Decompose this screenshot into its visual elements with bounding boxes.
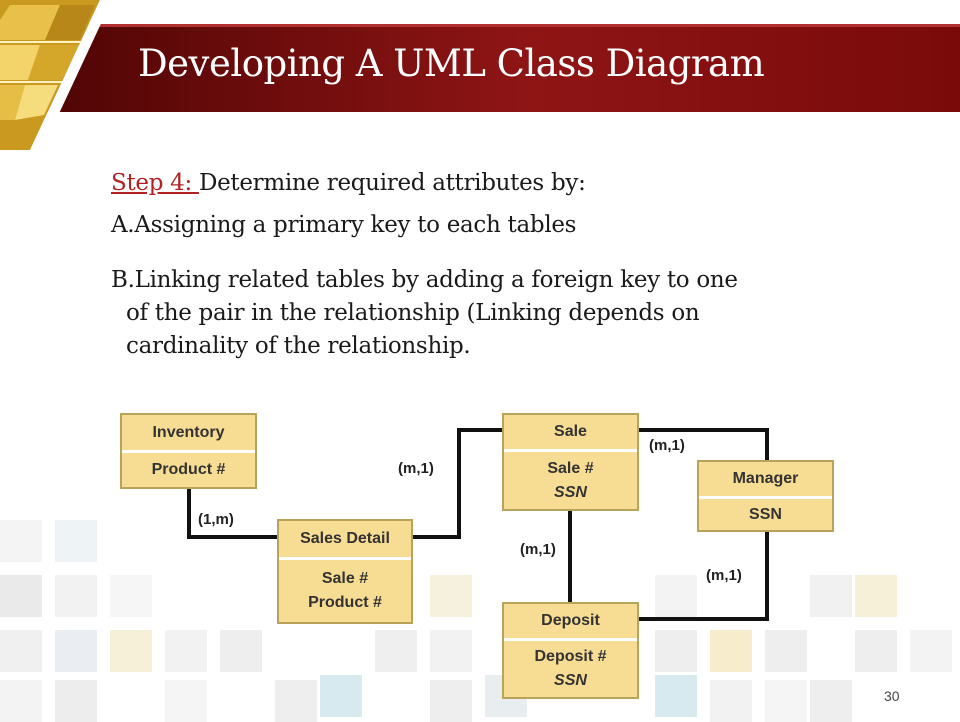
line-inventory-sales-detail (187, 489, 279, 539)
class-divider (504, 638, 637, 641)
class-sale[interactable]: Sale Sale # SSN (502, 413, 639, 511)
cardinality-sale-deposit: (m,1) (520, 541, 556, 558)
class-divider (122, 450, 255, 453)
line-manager-deposit (637, 532, 769, 621)
class-name: Manager (732, 470, 799, 487)
class-name: Deposit (541, 612, 600, 629)
class-attributes: Sale # SSN (504, 452, 637, 509)
attribute: SSN (749, 505, 782, 523)
page-title: Developing A UML Class Diagram (138, 42, 765, 85)
class-name: Sales Detail (300, 530, 390, 547)
attribute: Sale # (321, 570, 369, 587)
class-attributes: Deposit # SSN (504, 641, 637, 697)
attribute: Product # (151, 461, 226, 478)
step-label: Step 4: (111, 170, 199, 196)
item-a: A.Assigning a primary key to each tables (111, 212, 577, 238)
attribute: SSN (554, 672, 587, 689)
attribute: SSN (554, 483, 587, 501)
title-bar (0, 24, 960, 112)
gold-bars-image (0, 0, 130, 150)
attribute: Product # (308, 594, 382, 611)
class-inventory[interactable]: Inventory Product # (120, 413, 257, 489)
cardinality-manager-deposit: (m,1) (706, 567, 742, 584)
class-divider (279, 557, 411, 560)
class-sales-detail[interactable]: Sales Detail Sale # Product # (277, 519, 413, 624)
attribute: Sale # (547, 459, 594, 477)
attribute: Deposit # (534, 648, 607, 665)
class-attributes: Sale # Product # (279, 560, 411, 622)
cardinality-sale-manager: (m,1) (649, 437, 685, 454)
class-name: Sale (554, 423, 587, 440)
page-number: 30 (884, 688, 900, 704)
class-divider (504, 449, 637, 452)
class-divider (699, 496, 832, 499)
class-attributes: Product # (122, 453, 255, 487)
item-b-line-3: cardinality of the relationship. (126, 333, 471, 359)
item-b-line-1: B.Linking related tables by adding a for… (111, 267, 738, 293)
cardinality-inventory-sales-detail: (1,m) (198, 511, 234, 528)
item-b-line-2: of the pair in the relationship (Linking… (126, 300, 700, 326)
title-bar-highlight (0, 24, 960, 27)
class-deposit[interactable]: Deposit Deposit # SSN (502, 602, 639, 699)
step-line: Step 4: Determine required attributes by… (111, 170, 586, 196)
cardinality-sales-detail-sale: (m,1) (398, 460, 434, 477)
class-manager[interactable]: Manager SSN (697, 460, 834, 532)
step-text: Determine required attributes by: (198, 170, 586, 196)
line-sale-manager (637, 428, 769, 460)
class-name: Inventory (152, 423, 225, 441)
class-attributes: SSN (699, 499, 832, 530)
line-sales-detail-sale (413, 428, 503, 539)
